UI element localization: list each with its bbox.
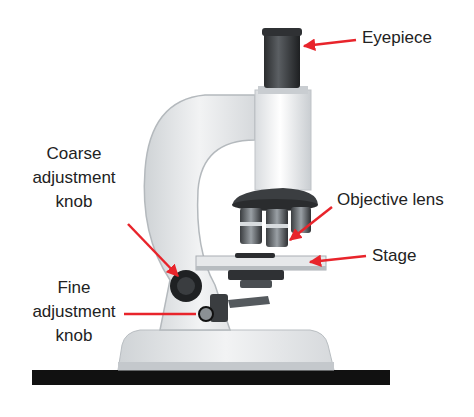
coarse-knob	[170, 270, 202, 302]
objective-lens	[266, 209, 288, 247]
eyepiece	[264, 30, 300, 88]
body-tube	[255, 90, 311, 190]
eyepiece-rim	[262, 28, 302, 36]
part-label: Eyepiece	[362, 26, 462, 50]
stage-edge	[196, 266, 326, 270]
lens-band	[240, 222, 262, 226]
part-label: Fine adjustment knob	[18, 276, 130, 348]
part-label: Stage	[372, 244, 462, 268]
table-bar	[32, 370, 390, 385]
leader-line	[124, 313, 196, 316]
leader-arrow	[290, 207, 332, 240]
coarse-knob-hub	[177, 277, 195, 295]
part-label: Objective lens	[337, 188, 467, 212]
leader-arrow	[128, 224, 178, 276]
stage-aperture	[235, 253, 275, 258]
condenser	[228, 270, 284, 280]
lens-band	[266, 224, 288, 228]
objective-lens	[291, 207, 311, 233]
objective-lens	[240, 208, 262, 244]
leader-arrow	[304, 40, 356, 46]
mirror	[228, 296, 270, 308]
part-label: Coarse adjustment knob	[18, 142, 130, 214]
fine-knob	[199, 307, 213, 321]
leader-arrow	[310, 256, 366, 262]
stage-plate	[196, 256, 326, 270]
base-edge	[118, 362, 334, 370]
arm	[144, 95, 255, 330]
condenser-lower	[240, 280, 272, 288]
base	[118, 330, 334, 370]
